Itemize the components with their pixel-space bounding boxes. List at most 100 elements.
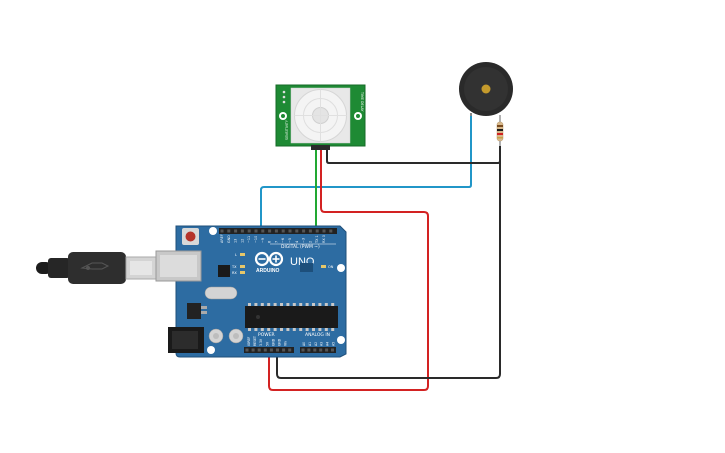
digital-pin-label: ~3 — [302, 238, 306, 243]
header-hole[interactable] — [261, 229, 265, 233]
header-hole[interactable] — [319, 348, 323, 352]
header-hole[interactable] — [254, 229, 258, 233]
header-hole[interactable] — [307, 348, 311, 352]
regulator — [187, 303, 201, 319]
header-hole[interactable] — [308, 229, 312, 233]
digital-pin-label: 4 — [295, 241, 299, 243]
header-hole[interactable] — [263, 348, 267, 352]
header-hole[interactable] — [331, 348, 334, 352]
header-hole[interactable] — [282, 348, 286, 352]
digital-pin-label: 2 — [308, 241, 312, 243]
header-hole[interactable] — [281, 229, 285, 233]
crystal — [204, 286, 238, 300]
header-hole[interactable] — [234, 229, 238, 233]
power-pin-label: 5V — [265, 341, 269, 346]
power-label: POWER — [258, 332, 275, 338]
header-hole[interactable] — [247, 229, 251, 233]
rx-led — [240, 271, 245, 274]
svg-text:L: L — [235, 253, 237, 257]
analog-pin-label: A3 — [320, 342, 324, 346]
header-hole[interactable] — [276, 348, 279, 352]
pir-pin-header[interactable] — [311, 145, 330, 150]
digital-pin-label: AREF — [220, 234, 224, 243]
digital-label: DIGITAL (PWM ~) — [281, 244, 320, 250]
header-hole[interactable] — [251, 348, 255, 352]
analog-label: ANALOG IN — [305, 332, 330, 338]
digital-pin-label: 13 — [234, 239, 238, 243]
pir-motion-sensor[interactable]: SENSITIVITY TIME DELAY — [275, 84, 366, 150]
digital-header[interactable] — [219, 228, 337, 234]
header-hole[interactable] — [329, 229, 333, 233]
pir-ground-wire[interactable] — [326, 146, 501, 164]
mounting-hole — [207, 346, 215, 354]
header-hole[interactable] — [313, 348, 317, 352]
digital-pin-label: ~9 — [261, 238, 265, 243]
svg-text:ON: ON — [328, 265, 334, 269]
piezo-buzzer[interactable] — [459, 62, 513, 116]
analog-pin-label: A1 — [308, 342, 312, 346]
wires — [260, 115, 501, 391]
header-hole[interactable] — [268, 229, 272, 233]
digital-pin-label: 7 — [274, 241, 278, 243]
pir-right-text: TIME DELAY — [360, 91, 364, 112]
icsp-header — [300, 263, 313, 272]
analog-pin-label: A0 — [302, 342, 306, 346]
digital-pin-label: ~6 — [281, 238, 285, 243]
analog-pin-label: A2 — [314, 342, 318, 346]
usb-cable[interactable] — [36, 252, 157, 284]
header-hole[interactable] — [240, 229, 244, 233]
analog-pin-label: A4 — [326, 342, 330, 346]
header-hole[interactable] — [227, 229, 231, 233]
power-pin-label: 3.3V — [259, 338, 263, 346]
analog-header[interactable] — [300, 347, 336, 353]
pir-left-text: SENSITIVITY — [285, 119, 289, 140]
power-pin-label: GND — [278, 338, 282, 346]
power-pin-label: Vin — [284, 341, 288, 346]
analog-pin-label: A5 — [332, 342, 336, 346]
power-pin-label: RESET — [253, 336, 257, 346]
svg-text:TX: TX — [231, 265, 237, 269]
header-hole[interactable] — [315, 229, 319, 233]
digital-pin-label: RX 0 — [322, 235, 326, 243]
digital-pin-label: 12 — [240, 239, 244, 243]
digital-pin-label: TX 1 — [315, 235, 319, 244]
digital-pin-label: ~10 — [254, 236, 258, 243]
header-hole[interactable] — [295, 229, 299, 233]
digital-pin-label: ~5 — [288, 238, 292, 243]
power-pin-label: GND — [271, 338, 275, 346]
arduino-brand-text: ARDUINO — [256, 268, 279, 274]
atmega-chip — [245, 303, 338, 331]
header-hole[interactable] — [288, 229, 292, 233]
l-led — [240, 253, 245, 256]
svg-text:RX: RX — [232, 271, 237, 275]
header-hole[interactable] — [325, 348, 329, 352]
arduino-logo-icon — [254, 251, 284, 267]
digital-pin-label: ~11 — [247, 236, 251, 243]
buzzer-signal-wire[interactable] — [260, 115, 472, 232]
resistor[interactable] — [496, 115, 504, 146]
power-pin-label: IOREF — [247, 337, 251, 346]
ground-return-wire[interactable] — [276, 146, 501, 379]
header-hole[interactable] — [245, 348, 249, 352]
digital-pin-holes — [220, 229, 333, 233]
digital-pin-label: GND — [227, 235, 231, 243]
header-hole[interactable] — [257, 348, 261, 352]
header-hole[interactable] — [220, 229, 224, 233]
mounting-hole — [337, 336, 345, 344]
header-hole[interactable] — [288, 348, 292, 352]
on-led — [321, 265, 326, 268]
header-hole[interactable] — [301, 348, 305, 352]
header-hole[interactable] — [274, 229, 278, 233]
header-hole[interactable] — [269, 348, 273, 352]
pir-power-wire[interactable] — [268, 150, 429, 391]
header-hole[interactable] — [322, 229, 326, 233]
header-hole[interactable] — [302, 229, 306, 233]
usb-chip — [218, 265, 230, 277]
power-header[interactable] — [244, 347, 294, 353]
mounting-hole — [337, 264, 345, 272]
